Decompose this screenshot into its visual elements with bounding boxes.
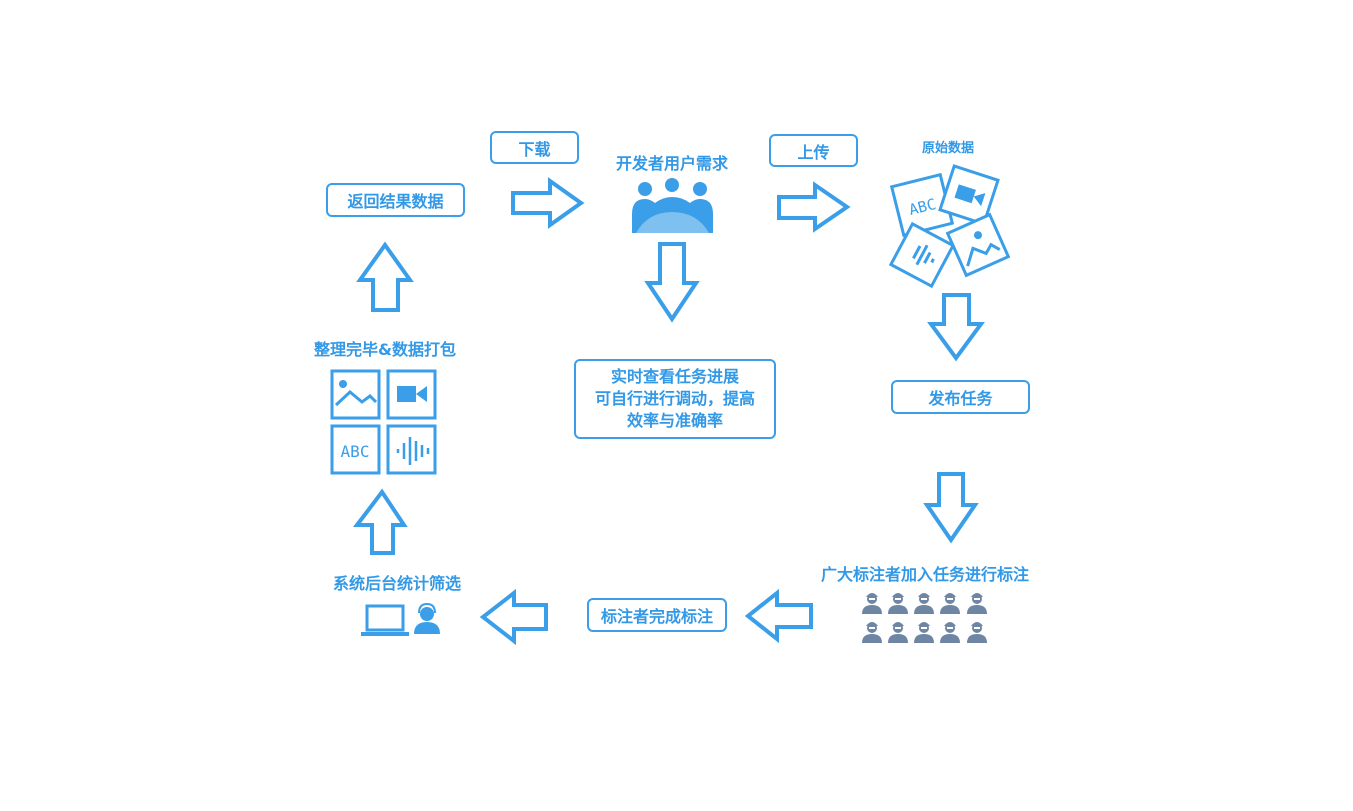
system-stats-label: 系统后台统计筛选 [333, 574, 462, 593]
upload-label: 上传 [769, 134, 858, 167]
raw-data-label: 原始数据 [922, 141, 975, 156]
arrow-right-1 [511, 177, 585, 229]
raw-data-cards: ABC [888, 164, 1011, 289]
arrow-down-2 [927, 293, 985, 362]
annotator-person-icon [862, 593, 882, 614]
arrow-left-2 [479, 588, 548, 646]
packaged-abc-text: ABC [341, 442, 370, 461]
annotator-person-icon [940, 593, 960, 614]
laptop-icon [361, 604, 409, 636]
developer-needs-label: 开发者用户需求 [616, 154, 729, 173]
annotator-person-icon [940, 622, 960, 643]
annotators-join-label: 广大标注者加入任务进行标注 [821, 565, 1030, 584]
publish-task-box: 发布任务 [891, 380, 1030, 414]
annotators-grid [862, 593, 987, 643]
arrow-right-2 [777, 181, 851, 233]
annotator-person-icon [967, 593, 987, 614]
annotator-person-icon [914, 622, 934, 643]
people-group-icon [632, 178, 713, 233]
realtime-line-3: 效率与准确率 [626, 411, 723, 430]
annotator-person-icon [888, 622, 908, 643]
annotator-person-icon [888, 593, 908, 614]
organize-package-label: 整理完毕&数据打包 [314, 340, 456, 359]
annotator-person-icon [914, 593, 934, 614]
realtime-box: 实时查看任务进展 可自行进行调动，提高 效率与准确率 [574, 359, 776, 439]
return-result-box: 返回结果数据 [326, 183, 465, 217]
download-label: 下载 [490, 131, 579, 164]
arrow-left-1 [744, 588, 813, 644]
arrow-up-1 [352, 488, 408, 555]
realtime-line-1: 实时查看任务进展 [610, 367, 739, 386]
arrow-up-2 [356, 241, 414, 312]
annotator-person-icon [862, 622, 882, 643]
realtime-line-2: 可自行进行调动，提高 [594, 389, 755, 408]
image-icon [330, 369, 381, 420]
arrow-down-1 [644, 242, 700, 323]
support-agent-icon [414, 602, 440, 634]
packaged-data-grid: ABC [330, 369, 437, 475]
annotator-person-icon [967, 622, 987, 643]
annotation-done-box: 标注者完成标注 [587, 598, 727, 632]
arrow-down-3 [923, 472, 979, 544]
